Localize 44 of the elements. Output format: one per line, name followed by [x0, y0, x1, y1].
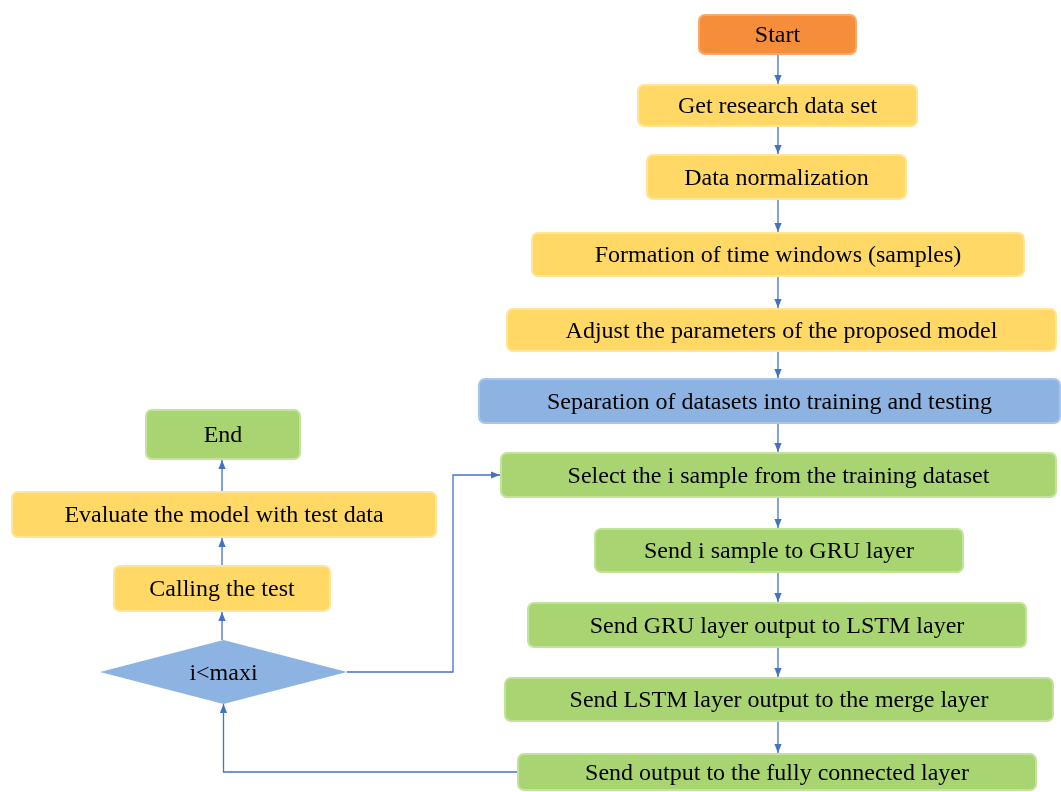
node-label: Start — [754, 21, 801, 48]
arrow — [219, 703, 518, 773]
arrow — [774, 647, 782, 678]
process-box — [646, 154, 907, 200]
arrow — [774, 276, 782, 309]
process-box — [517, 753, 1037, 791]
process-box — [594, 528, 964, 573]
node-label: Adjust the parameters of the proposed model — [565, 316, 998, 344]
process-box — [145, 409, 301, 460]
node-label: i<maxi — [189, 658, 258, 686]
arrow — [774, 199, 782, 233]
start-box — [698, 14, 857, 55]
arrow — [774, 572, 782, 603]
arrow — [774, 126, 782, 155]
process-box — [504, 677, 1054, 722]
node-label: Select the i sample from the training dataset — [567, 461, 990, 489]
node-label: End — [203, 421, 243, 448]
arrow — [218, 537, 226, 566]
node-label: Get research data set — [677, 92, 878, 119]
process-box — [478, 378, 1061, 424]
process-box — [527, 602, 1027, 648]
process-box — [531, 232, 1025, 277]
node-label: Calling the test — [149, 575, 295, 602]
process-box — [113, 565, 331, 612]
node-label: Send LSTM layer output to the merge layer — [569, 686, 989, 713]
arrow — [774, 54, 782, 85]
node-label: Formation of time windows (samples) — [594, 241, 962, 268]
arrow — [218, 611, 226, 641]
process-box — [637, 84, 918, 127]
arrow — [346, 471, 501, 673]
process-box — [500, 452, 1057, 498]
node-label: Send output to the fully connected layer — [585, 758, 969, 786]
arrow — [774, 423, 782, 453]
arrow — [774, 721, 782, 754]
node-label: Separation of datasets into training and testing — [546, 387, 993, 415]
node-label: Send GRU layer output to LSTM layer — [589, 611, 965, 639]
arrow — [774, 351, 782, 379]
process-box — [11, 491, 437, 538]
node-label: Send i sample to GRU layer — [644, 537, 914, 564]
arrow — [774, 497, 782, 529]
node-label: Evaluate the model with test data — [64, 501, 384, 528]
arrow — [218, 459, 226, 492]
process-box — [506, 308, 1057, 352]
node-label: Data normalization — [684, 163, 869, 191]
